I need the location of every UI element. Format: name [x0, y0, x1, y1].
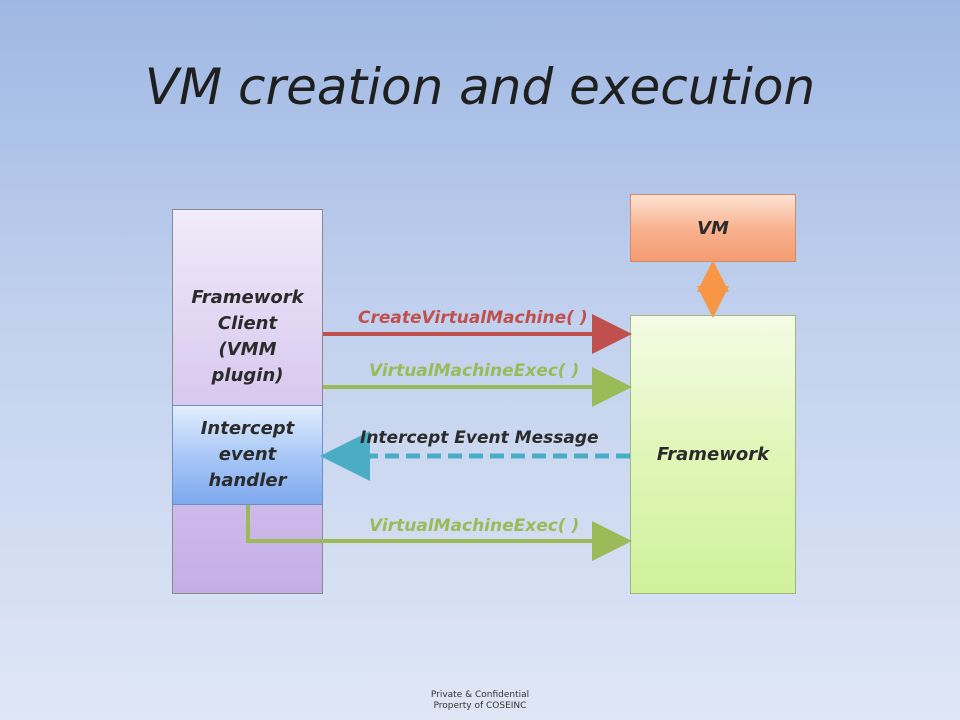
footer-line-1: Private & Confidential [430, 690, 530, 700]
footer-line-2: Property of COSEINC [433, 701, 527, 711]
framework-client-label: Framework Client (VMM plugin) [172, 285, 323, 389]
edge-label-intercept: Intercept Event Message [360, 428, 599, 448]
vm-label: VM [697, 217, 729, 239]
handler-line-1: Intercept [200, 418, 295, 439]
client-line-1: Framework [191, 287, 304, 308]
handler-line-2: event [218, 444, 277, 465]
edge-label-vm-exec-1: VirtualMachineExec( ) [369, 361, 580, 381]
handler-line-3: handler [208, 470, 287, 491]
vm-exec-arrow-2 [246, 505, 632, 561]
page-title: VM creation and execution [144, 58, 816, 116]
edge-label-create-vm: CreateVirtualMachine( ) [358, 308, 588, 328]
client-line-2: Client [217, 313, 278, 334]
client-line-4: plugin) [211, 365, 284, 386]
framework-label: Framework [656, 444, 770, 465]
client-line-3: (VMM [218, 339, 277, 360]
edge-label-vm-exec-2: VirtualMachineExec( ) [369, 516, 580, 536]
footer: Private & Confidential Property of COSEI… [0, 690, 960, 712]
framework-box: Framework [630, 315, 796, 594]
vm-box: VM [630, 194, 796, 262]
